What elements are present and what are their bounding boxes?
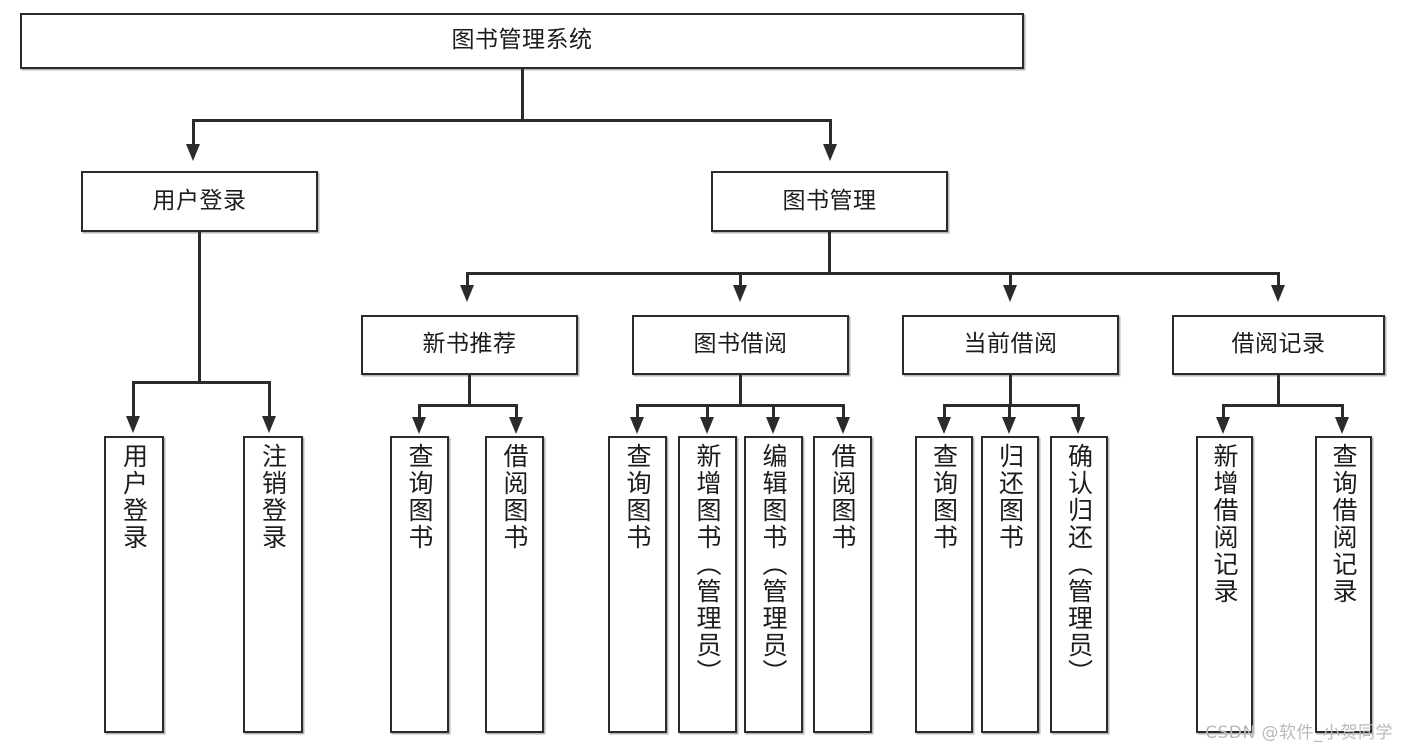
connector-bookborrow-c4 <box>842 404 845 418</box>
arrowhead-leaf-add-book <box>700 417 714 434</box>
connector-bookmanage-bar <box>466 272 1280 275</box>
connector-userlogin-left <box>132 381 135 417</box>
connector-userlogin-bar <box>132 381 270 384</box>
connector-currentborrow-c3 <box>1077 404 1080 418</box>
connector-root-to-bookmanage <box>829 119 832 145</box>
leaf-borrow-book-2[interactable]: 借阅图书 <box>813 436 872 733</box>
node-label: 借阅图书 <box>828 443 857 551</box>
node-label: 用户登录 <box>119 443 149 551</box>
node-label: 借阅图书 <box>500 443 529 551</box>
arrowhead-book-borrow <box>733 285 747 302</box>
leaf-add-record[interactable]: 新增借阅记录 <box>1196 436 1253 733</box>
node-current-borrow[interactable]: 当前借阅 <box>902 315 1119 375</box>
leaf-user-login[interactable]: 用户登录 <box>104 436 164 733</box>
connector-borrowrecord-l <box>1222 404 1225 418</box>
node-label: 借阅记录 <box>1231 331 1326 358</box>
connector-currentborrow-c2 <box>1008 404 1011 418</box>
arrowhead-to-user-login <box>186 144 200 161</box>
node-label: 查询图书 <box>929 443 959 551</box>
node-label: 归还图书 <box>995 443 1025 551</box>
connector-userlogin-right <box>268 381 271 417</box>
connector-bookborrow-bar <box>636 404 845 407</box>
node-label: 查询图书 <box>623 443 652 551</box>
connector-bookmanage-stem <box>828 232 831 274</box>
node-label: 图书借阅 <box>693 331 788 358</box>
connector-bookmanage-c2 <box>739 272 742 286</box>
arrowhead-leaf-borrow-book-2 <box>836 417 850 434</box>
connector-currentborrow-bar <box>943 404 1080 407</box>
leaf-confirm-return[interactable]: 确认归还（管理员） <box>1050 436 1108 733</box>
node-borrow-record[interactable]: 借阅记录 <box>1172 315 1385 375</box>
node-book-manage[interactable]: 图书管理 <box>711 171 948 232</box>
connector-bookborrow-stem <box>739 375 742 406</box>
connector-bookborrow-c3 <box>772 404 775 418</box>
connector-currentborrow-c1 <box>943 404 946 418</box>
arrowhead-to-book-manage <box>823 144 837 161</box>
leaf-query-record[interactable]: 查询借阅记录 <box>1315 436 1372 733</box>
node-user-login[interactable]: 用户登录 <box>81 171 318 232</box>
connector-root-bar <box>192 119 832 122</box>
connector-root-to-userlogin <box>192 119 195 145</box>
node-label: 用户登录 <box>152 187 247 214</box>
leaf-edit-book[interactable]: 编辑图书（管理员） <box>744 436 803 733</box>
arrowhead-leaf-query-book-1 <box>412 417 426 434</box>
leaf-return-book[interactable]: 归还图书 <box>981 436 1039 733</box>
connector-newbook-r <box>515 404 518 418</box>
connector-borrowrecord-stem <box>1277 375 1280 406</box>
connector-borrowrecord-bar <box>1222 404 1344 407</box>
connector-bookmanage-c4 <box>1277 272 1280 286</box>
arrowhead-new-book-recommend <box>460 285 474 302</box>
node-label: 编辑图书（管理员） <box>759 443 788 686</box>
arrowhead-leaf-return-book <box>1002 417 1016 434</box>
leaf-borrow-book-1[interactable]: 借阅图书 <box>485 436 544 733</box>
connector-newbook-stem <box>468 375 471 406</box>
arrowhead-leaf-edit-book <box>766 417 780 434</box>
arrowhead-leaf-query-record <box>1335 417 1349 434</box>
node-label: 确认归还（管理员） <box>1064 443 1094 686</box>
leaf-add-book[interactable]: 新增图书（管理员） <box>678 436 737 733</box>
node-label: 注销登录 <box>258 443 288 551</box>
node-label: 查询借阅记录 <box>1329 443 1358 605</box>
connector-newbook-l <box>418 404 421 418</box>
arrowhead-current-borrow <box>1003 285 1017 302</box>
node-label: 图书管理系统 <box>451 27 593 54</box>
connector-bookborrow-c2 <box>706 404 709 418</box>
connector-newbook-bar <box>418 404 518 407</box>
node-label: 当前借阅 <box>963 331 1058 358</box>
node-new-book-recommend[interactable]: 新书推荐 <box>361 315 578 375</box>
connector-bookmanage-c3 <box>1009 272 1012 286</box>
connector-borrowrecord-r <box>1341 404 1344 418</box>
arrowhead-leaf-borrow-book-1 <box>509 417 523 434</box>
arrowhead-borrow-record <box>1271 285 1285 302</box>
node-book-borrow[interactable]: 图书借阅 <box>632 315 849 375</box>
connector-root-stem <box>521 69 524 121</box>
node-label: 图书管理 <box>782 187 877 214</box>
arrowhead-leaf-logout-login <box>262 416 276 433</box>
node-label: 新增借阅记录 <box>1210 443 1239 605</box>
leaf-query-book-1[interactable]: 查询图书 <box>390 436 449 733</box>
connector-userlogin-stem <box>198 232 201 383</box>
node-label: 新书推荐 <box>422 331 517 358</box>
arrowhead-leaf-query-book-3 <box>937 417 951 434</box>
connector-bookmanage-c1 <box>466 272 469 286</box>
connector-bookborrow-c1 <box>636 404 639 418</box>
node-label: 查询图书 <box>405 443 434 551</box>
leaf-logout-login[interactable]: 注销登录 <box>243 436 303 733</box>
arrowhead-leaf-add-record <box>1216 417 1230 434</box>
node-root-system[interactable]: 图书管理系统 <box>20 13 1024 69</box>
node-label: 新增图书（管理员） <box>693 443 722 686</box>
connector-currentborrow-stem <box>1009 375 1012 406</box>
leaf-query-book-2[interactable]: 查询图书 <box>608 436 667 733</box>
arrowhead-leaf-query-book-2 <box>630 417 644 434</box>
arrowhead-leaf-confirm-return <box>1071 417 1085 434</box>
leaf-query-book-3[interactable]: 查询图书 <box>915 436 973 733</box>
arrowhead-leaf-user-login <box>126 416 140 433</box>
